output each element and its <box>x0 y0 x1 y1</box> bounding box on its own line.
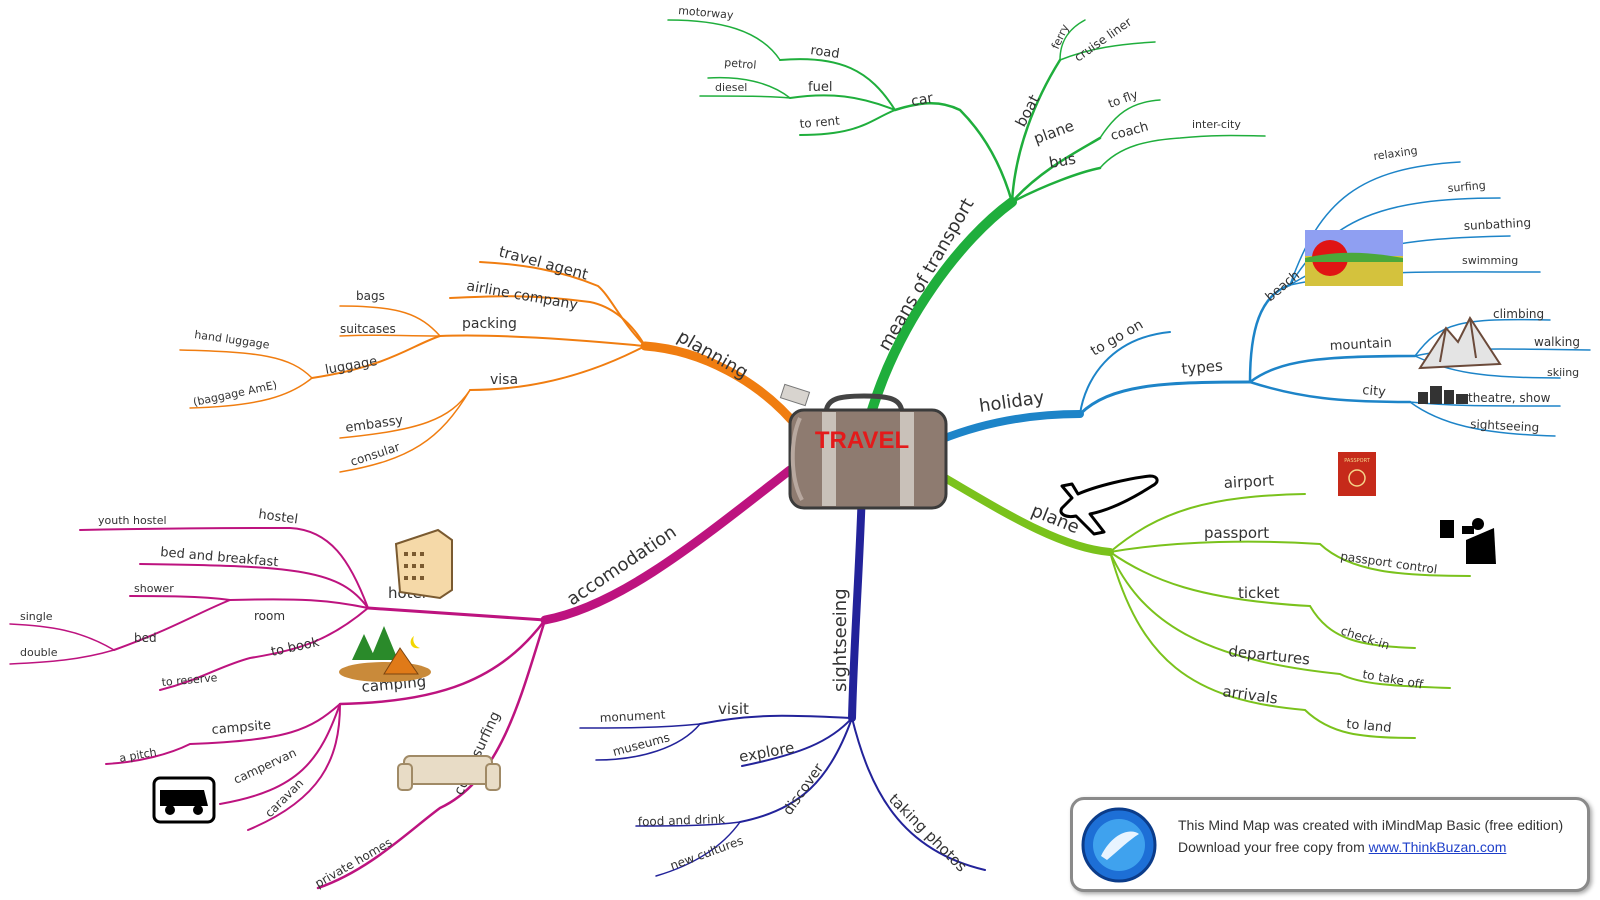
types-label: types <box>1181 356 1224 378</box>
holiday-main-branch <box>936 410 1084 444</box>
shower-label: shower <box>134 582 174 595</box>
relaxing-label: relaxing <box>1373 144 1419 163</box>
visa-label: visa <box>490 372 518 388</box>
to-take-off-label: to take off <box>1361 667 1424 692</box>
private-homes-label: private homes <box>313 835 395 890</box>
arrivals-label: arrivals <box>1221 682 1279 708</box>
room-label: room <box>254 609 285 623</box>
city-sightseeing-label: sightseeing <box>1470 417 1540 435</box>
camping-icon <box>339 626 431 682</box>
footer-line-2-prefix: Download your free copy from <box>1178 839 1369 855</box>
footer-text: This Mind Map was created with iMindMap … <box>1178 814 1563 858</box>
airplane-icon <box>1059 474 1159 536</box>
to-rent-label: to rent <box>799 114 841 131</box>
single-label: single <box>20 610 53 623</box>
climbing-label: climbing <box>1493 307 1544 321</box>
hand-luggage-label: hand luggage <box>194 328 271 351</box>
discover-label: discover <box>780 761 827 819</box>
hotel-icon <box>394 528 453 600</box>
new-cultures-label: new cultures <box>668 833 745 872</box>
youth-hostel-label: youth hostel <box>98 514 167 527</box>
mountain-label: mountain <box>1329 336 1392 354</box>
diesel-label: diesel <box>715 81 747 94</box>
monument-label: monument <box>599 708 666 725</box>
airline-company-label: airline company <box>465 278 579 313</box>
passport-control-icon <box>1440 518 1496 564</box>
petrol-label: petrol <box>724 56 757 72</box>
sightseeing-main-branch <box>848 484 866 722</box>
fuel-label: fuel <box>808 80 832 95</box>
swimming-label: swimming <box>1462 254 1518 267</box>
plane-main-branch <box>941 474 1114 556</box>
a-pitch-label: a pitch <box>118 746 157 765</box>
motorway-label: motorway <box>678 4 735 22</box>
suitcase-icon <box>788 393 948 510</box>
travel-agent-label: travel agent <box>497 242 590 283</box>
transport-main-branch <box>867 197 1017 415</box>
food-drink-label: food and drink <box>638 812 726 829</box>
passport-label: passport <box>1204 524 1269 542</box>
explore-label: explore <box>738 739 796 766</box>
passport-book-text: PASSPORT <box>1344 458 1371 464</box>
to-reserve-label: to reserve <box>161 671 218 689</box>
city-icon <box>1418 386 1468 404</box>
airport-label: airport <box>1223 471 1274 492</box>
plane-transport-label: plane <box>1031 117 1076 148</box>
double-label: double <box>20 646 58 659</box>
branch-sightseeing <box>579 484 986 877</box>
ferry-label: ferry <box>1049 22 1072 52</box>
campsite-label: campsite <box>211 718 272 738</box>
beach-icon <box>1305 230 1403 286</box>
luggage-tag-icon <box>779 383 811 407</box>
to-go-on-label: to go on <box>1088 317 1146 360</box>
taking-photos-label: taking photos <box>885 790 971 876</box>
sunbathing-label: sunbathing <box>1463 215 1531 233</box>
hostel-label: hostel <box>257 507 298 527</box>
branch-plane <box>941 474 1471 739</box>
bags-label: bags <box>356 289 385 303</box>
suitcases-label: suitcases <box>340 322 396 336</box>
branch-transport <box>667 19 1266 415</box>
theatre-label: theatre, show <box>1468 391 1551 405</box>
imindmap-logo-icon <box>1081 807 1157 883</box>
to-fly-label: to fly <box>1106 87 1139 111</box>
passport-book-icon: PASSPORT <box>1338 452 1376 496</box>
luggage-label: luggage <box>324 354 378 378</box>
packing-label: packing <box>462 316 517 332</box>
transport-label: means of transport <box>874 195 978 355</box>
footer-line-1: This Mind Map was created with iMindMap … <box>1178 817 1564 833</box>
visit-label: visit <box>718 700 749 718</box>
city-label: city <box>1362 383 1387 400</box>
to-land-label: to land <box>1346 717 1392 736</box>
departures-label: departures <box>1228 642 1312 668</box>
accommodation-main-branch <box>540 465 795 625</box>
car-label: car <box>910 90 935 110</box>
imindmap-footer: This Mind Map was created with iMindMap … <box>1070 797 1590 892</box>
campervan-icon <box>152 776 216 824</box>
ticket-label: ticket <box>1238 584 1280 602</box>
planning-main-branch <box>640 341 805 435</box>
embassy-label: embassy <box>344 413 404 436</box>
branch-accommodation <box>9 465 795 890</box>
beach-label: beach <box>1263 268 1303 305</box>
inter-city-label: inter-city <box>1192 118 1241 131</box>
center-label: TRAVEL <box>815 427 909 454</box>
to-book-label: to book <box>270 635 321 660</box>
footer-line-2: Download your free copy from www.ThinkBu… <box>1178 836 1563 858</box>
skiing-label: skiing <box>1547 366 1579 379</box>
surfing-label: surfing <box>1447 179 1486 195</box>
sightseeing-label: sightseeing <box>830 588 851 692</box>
thinkbuzan-link[interactable]: www.ThinkBuzan.com <box>1368 839 1507 855</box>
sofa-icon <box>397 755 501 791</box>
bed-label: bed <box>134 631 157 645</box>
branch-planning <box>179 261 805 473</box>
bus-label: bus <box>1048 150 1078 172</box>
road-label: road <box>809 43 840 62</box>
coach-text: coach <box>1109 119 1150 143</box>
mountain-icon <box>1418 315 1502 370</box>
check-in-label: check-in <box>1339 624 1391 653</box>
walking-label: walking <box>1534 335 1580 349</box>
